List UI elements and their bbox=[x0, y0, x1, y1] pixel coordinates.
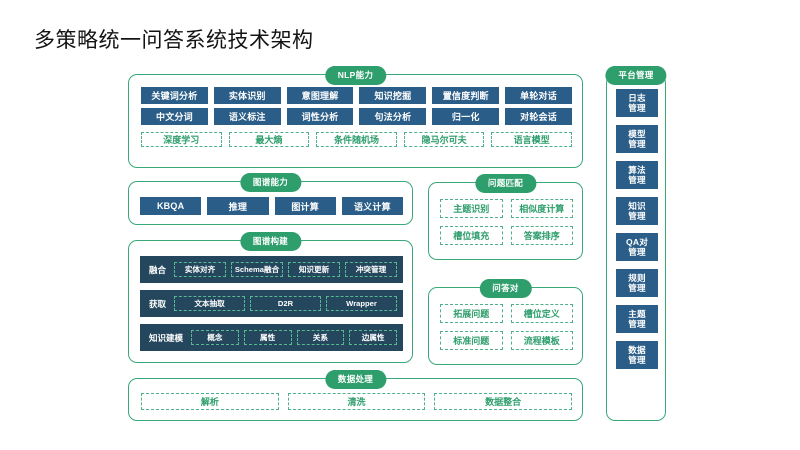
section-graph-construction: 图谱构建 融合 实体对齐 Schema融合 知识更新 冲突管理 获取 文本抽取 … bbox=[128, 232, 413, 363]
acquisition-chip-text-extraction[interactable]: 文本抽取 bbox=[174, 296, 246, 311]
platform-item-topic-line2: 管理 bbox=[628, 319, 646, 329]
platform-item-log-management[interactable]: 日志 管理 bbox=[616, 89, 658, 117]
acquisition-chip-d2r[interactable]: D2R bbox=[250, 296, 322, 311]
section-header-question-matching: 问题匹配 bbox=[474, 174, 537, 193]
modeling-chip-edge-attribute[interactable]: 边属性 bbox=[349, 330, 398, 345]
qmatch-chip-slot-filling[interactable]: 槽位填充 bbox=[440, 226, 503, 245]
qa-pair-grid: 拓展问题 槽位定义 标准问题 流程模板 bbox=[440, 304, 573, 350]
section-header-graph-capability: 图谱能力 bbox=[239, 173, 302, 192]
section-graph-capability: 图谱能力 KBQA 推理 图计算 语义计算 bbox=[128, 173, 413, 225]
nlp-model-language-model[interactable]: 语言模型 bbox=[491, 132, 572, 147]
graph-build-band-acquisition: 获取 文本抽取 D2R Wrapper bbox=[140, 290, 403, 317]
dataproc-chip-data-integration[interactable]: 数据整合 bbox=[434, 393, 573, 410]
platform-item-topic-management[interactable]: 主题 管理 bbox=[616, 305, 658, 333]
nlp-row-2: 中文分词 语义标注 词性分析 句法分析 归一化 对轮会话 bbox=[141, 108, 572, 125]
question-matching-grid: 主题识别 相似度计算 槽位填充 答案排序 bbox=[440, 199, 573, 245]
band-label-fusion: 融合 bbox=[149, 264, 167, 275]
platform-management-list: 日志 管理 模型 管理 算法 管理 知识 管理 QA对 管理 规则 管理 主题 … bbox=[616, 89, 658, 369]
band-label-acquisition: 获取 bbox=[149, 298, 167, 309]
fusion-chip-entity-alignment[interactable]: 实体对齐 bbox=[174, 262, 227, 277]
section-qa-pair: 问答对 拓展问题 槽位定义 标准问题 流程模板 bbox=[428, 279, 583, 365]
platform-item-topic-line1: 主题 bbox=[628, 308, 646, 319]
fusion-chip-knowledge-update[interactable]: 知识更新 bbox=[288, 262, 341, 277]
acquisition-chip-wrapper[interactable]: Wrapper bbox=[326, 296, 398, 311]
platform-item-qa-pair-management[interactable]: QA对 管理 bbox=[616, 233, 658, 261]
qmatch-chip-topic-recognition[interactable]: 主题识别 bbox=[440, 199, 503, 218]
platform-item-log-line2: 管理 bbox=[628, 103, 646, 113]
qmatch-chip-similarity-computation[interactable]: 相似度计算 bbox=[510, 199, 573, 218]
platform-item-knowledge-management[interactable]: 知识 管理 bbox=[616, 197, 658, 225]
platform-item-qa-pair-line2: 管理 bbox=[628, 247, 646, 257]
section-platform-management: 平台管理 日志 管理 模型 管理 算法 管理 知识 管理 QA对 管理 规则 管… bbox=[605, 66, 667, 421]
platform-item-rule-line2: 管理 bbox=[628, 283, 646, 293]
section-header-graph-construction: 图谱构建 bbox=[239, 232, 302, 251]
platform-item-model-line2: 管理 bbox=[628, 139, 646, 149]
platform-item-knowledge-line1: 知识 bbox=[628, 200, 646, 211]
platform-item-rule-line1: 规则 bbox=[628, 272, 646, 283]
platform-item-algorithm-management[interactable]: 算法 管理 bbox=[616, 161, 658, 189]
platform-item-model-line1: 模型 bbox=[628, 128, 646, 139]
nlp-chip-pos-analysis[interactable]: 词性分析 bbox=[286, 108, 354, 125]
nlp-row-1: 关键词分析 实体识别 意图理解 知识挖掘 置信度判断 单轮对话 bbox=[141, 87, 572, 104]
platform-item-data-management[interactable]: 数据 管理 bbox=[616, 341, 658, 369]
platform-item-data-line1: 数据 bbox=[628, 344, 646, 355]
fusion-chip-conflict-management[interactable]: 冲突管理 bbox=[345, 262, 398, 277]
platform-item-knowledge-line2: 管理 bbox=[628, 211, 646, 221]
nlp-model-max-entropy[interactable]: 最大熵 bbox=[228, 132, 310, 147]
modeling-chip-attribute[interactable]: 属性 bbox=[243, 330, 292, 345]
nlp-model-hmm[interactable]: 隐马尔可夫 bbox=[403, 132, 485, 147]
qmatch-chip-answer-ranking[interactable]: 答案排序 bbox=[510, 226, 573, 245]
qapair-chip-process-template[interactable]: 流程模板 bbox=[510, 331, 573, 350]
nlp-chip-confidence-judgement[interactable]: 置信度判断 bbox=[432, 87, 500, 104]
nlp-chip-groups: 关键词分析 实体识别 意图理解 知识挖掘 置信度判断 单轮对话 中文分词 语义标… bbox=[141, 87, 572, 147]
data-processing-row: 解析 清洗 数据整合 bbox=[141, 393, 573, 410]
platform-item-rule-management[interactable]: 规则 管理 bbox=[616, 269, 658, 297]
nlp-chip-syntax-analysis[interactable]: 句法分析 bbox=[359, 108, 427, 125]
dataproc-chip-parsing[interactable]: 解析 bbox=[141, 393, 279, 410]
fusion-chip-schema-fusion[interactable]: Schema融合 bbox=[231, 262, 284, 277]
graph-capability-row: KBQA 推理 图计算 语义计算 bbox=[140, 197, 403, 215]
nlp-chip-intent-understanding[interactable]: 意图理解 bbox=[286, 87, 354, 104]
platform-item-log-line1: 日志 bbox=[628, 92, 646, 103]
platform-item-qa-pair-line1: QA对 bbox=[625, 236, 649, 247]
graph-build-band-knowledge-modeling: 知识建模 概念 属性 关系 边属性 bbox=[140, 324, 403, 351]
section-question-matching: 问题匹配 主题识别 相似度计算 槽位填充 答案排序 bbox=[428, 174, 583, 260]
qapair-chip-extended-question[interactable]: 拓展问题 bbox=[440, 304, 503, 323]
section-header-platform-management: 平台管理 bbox=[605, 66, 667, 85]
platform-item-algorithm-line2: 管理 bbox=[628, 175, 646, 185]
graph-chip-semantic-computing[interactable]: 语义计算 bbox=[341, 197, 403, 215]
nlp-model-row: 深度学习 最大熵 条件随机场 隐马尔可夫 语言模型 bbox=[141, 132, 572, 147]
platform-item-model-management[interactable]: 模型 管理 bbox=[616, 125, 658, 153]
nlp-chip-knowledge-mining[interactable]: 知识挖掘 bbox=[359, 87, 427, 104]
modeling-chip-concept[interactable]: 概念 bbox=[191, 330, 239, 345]
nlp-chip-semantic-annotation[interactable]: 语义标注 bbox=[213, 108, 281, 125]
nlp-model-crf[interactable]: 条件随机场 bbox=[316, 132, 397, 147]
nlp-chip-multi-turn-dialogue[interactable]: 对轮会话 bbox=[505, 108, 572, 125]
section-header-qa-pair: 问答对 bbox=[479, 279, 532, 298]
band-label-knowledge-modeling: 知识建模 bbox=[149, 332, 184, 343]
graph-build-band-fusion: 融合 实体对齐 Schema融合 知识更新 冲突管理 bbox=[140, 256, 403, 283]
platform-item-data-line2: 管理 bbox=[628, 355, 646, 365]
dataproc-chip-cleaning[interactable]: 清洗 bbox=[287, 393, 426, 410]
graph-chip-reasoning[interactable]: 推理 bbox=[207, 197, 269, 215]
nlp-chip-single-turn-dialogue[interactable]: 单轮对话 bbox=[505, 87, 572, 104]
nlp-model-deep-learning[interactable]: 深度学习 bbox=[141, 132, 222, 147]
nlp-chip-entity-recognition[interactable]: 实体识别 bbox=[213, 87, 281, 104]
platform-item-algorithm-line1: 算法 bbox=[628, 164, 646, 175]
section-data-processing: 数据处理 解析 清洗 数据整合 bbox=[128, 370, 583, 421]
nlp-chip-chinese-segmentation[interactable]: 中文分词 bbox=[141, 108, 208, 125]
nlp-chip-normalization[interactable]: 归一化 bbox=[432, 108, 500, 125]
section-header-nlp: NLP能力 bbox=[324, 66, 387, 85]
page-title: 多策略统一问答系统技术架构 bbox=[34, 29, 314, 52]
qapair-chip-standard-question[interactable]: 标准问题 bbox=[440, 331, 503, 350]
graph-chip-graph-computing[interactable]: 图计算 bbox=[274, 197, 336, 215]
nlp-chip-keyword-analysis[interactable]: 关键词分析 bbox=[141, 87, 208, 104]
modeling-chip-relation[interactable]: 关系 bbox=[296, 330, 345, 345]
qapair-chip-slot-definition[interactable]: 槽位定义 bbox=[510, 304, 573, 323]
section-nlp-capability: NLP能力 关键词分析 实体识别 意图理解 知识挖掘 置信度判断 单轮对话 中文… bbox=[128, 66, 583, 168]
section-header-data-processing: 数据处理 bbox=[324, 370, 387, 389]
graph-chip-kbqa[interactable]: KBQA bbox=[140, 197, 202, 215]
